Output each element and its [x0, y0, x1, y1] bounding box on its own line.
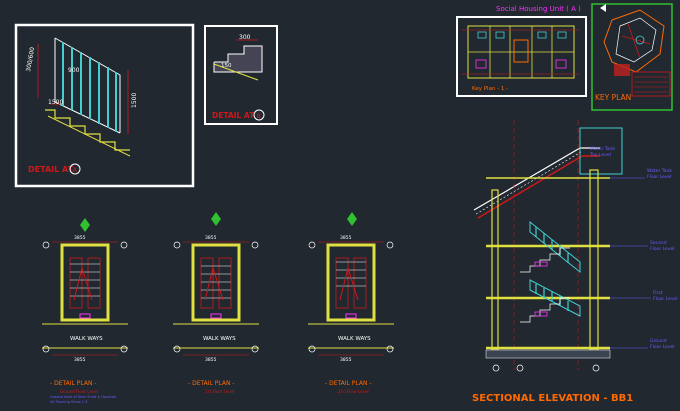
plan-1-dim-bottom: 3855	[74, 357, 86, 363]
detail-a-label: DETAIL AT	[28, 165, 74, 174]
elevation-title: SECTIONAL ELEVATION - BB1	[472, 393, 633, 404]
level-1-sub: Floor Level	[647, 174, 672, 180]
level-4-name: Ground	[650, 338, 667, 344]
detail-b-marker	[253, 109, 265, 121]
level-2-sub: Floor Level	[650, 246, 675, 252]
detail-b-step-section	[213, 45, 263, 73]
plan-3-dim-bottom: 3855	[340, 357, 352, 363]
water-tank-label: Water Tank	[590, 146, 615, 152]
plan-1-stair-shaft	[60, 243, 110, 322]
detail-a-dim-right: 1500	[131, 93, 138, 108]
plan-3-level: 2nd Floor Level	[338, 389, 369, 394]
site-key-plan-panel: KEY PLAN	[591, 3, 673, 111]
detail-plan-second: 3855 WALK WAYS 3855 - DETAIL PLAN - 2nd …	[308, 212, 394, 394]
water-tank-sub: Top Level	[589, 152, 611, 158]
level-4-sub: Floor Level	[650, 344, 675, 350]
site-key-frame	[591, 3, 673, 111]
detail-a-handrail	[45, 37, 131, 157]
plan-2-dim-top: 3855	[205, 235, 217, 241]
plan-2-top-marker-icon	[211, 212, 221, 226]
elevation-level-markers: Water Tank Floor Level Second Floor Leve…	[610, 168, 678, 350]
detail-b-panel: 300 150 DETAIL AT B	[204, 25, 278, 125]
detail-a-dim-mid: 900	[68, 67, 80, 74]
detail-b-marker-letter: B	[257, 112, 261, 120]
floor-key-caption: Key Plan - 1 -	[472, 86, 508, 92]
detail-b-label: DETAIL AT	[212, 111, 255, 120]
plan-2-level: 1st Floor Level	[205, 389, 234, 394]
level-3-name: First	[653, 290, 663, 296]
plan-3-top-marker-icon	[347, 212, 357, 226]
floor-key-frame	[456, 16, 587, 97]
detail-plan-ground: 3855 WALK WAYS 3855 - DETAIL PLAN - Grou…	[42, 218, 128, 404]
site-plan-legend	[631, 71, 671, 97]
plan-2-title: - DETAIL PLAN -	[188, 380, 235, 387]
plan-2-walkway: WALK WAYS	[203, 336, 236, 342]
detail-a-dim-left: 300/600	[25, 46, 36, 72]
detail-a-dim-top: 1500	[48, 99, 63, 106]
detail-b-dim-mid: 150	[221, 63, 232, 69]
detail-b-dim-top: 300	[239, 34, 251, 41]
detail-plan-first: 3855 WALK WAYS 3855 - DETAIL PLAN - 1st …	[173, 212, 259, 394]
plan-2-stair-shaft	[191, 243, 241, 322]
water-tank	[579, 127, 623, 175]
north-arrow-icon	[600, 4, 606, 12]
plan-1-note-1: Ground level of Stair Shaft & Handrail	[50, 395, 116, 399]
ground-hatch	[485, 349, 611, 359]
level-1-name: Water Tank	[647, 168, 672, 174]
floor-key-plan-drawing	[462, 25, 580, 79]
sectional-elevation: Water Tank Top Level	[472, 120, 678, 404]
detail-a-frame	[14, 23, 195, 188]
key-plan-label: KEY PLAN	[595, 93, 631, 102]
detail-a-marker-letter: A	[73, 166, 78, 174]
site-plan-drawing	[603, 9, 665, 76]
plan-3-walkway: WALK WAYS	[338, 336, 371, 342]
detail-a-panel: 300/600 900 1500 1500 DETAIL AT A	[14, 23, 195, 188]
key-plan-floor-panel: Social Housing Unit ( A ) Key Plan - 1 -	[456, 5, 587, 97]
plan-1-top-marker-icon	[80, 218, 90, 232]
plan-1-walkway: WALK WAYS	[70, 336, 103, 342]
level-3-sub: Floor Level	[653, 296, 678, 302]
plan-1-level: Ground Floor Level	[60, 389, 98, 394]
level-2-name: Second	[650, 240, 667, 246]
plan-1-dim-top: 3855	[74, 235, 86, 241]
plan-3-stair-shaft	[326, 243, 376, 322]
plan-3-title: - DETAIL PLAN -	[325, 380, 372, 387]
plan-1-note-2: All Running Steps 1:3	[50, 400, 87, 404]
plan-3-dim-top: 3855	[340, 235, 352, 241]
elevation-stair-flights	[520, 220, 581, 323]
plan-2-dim-bottom: 3855	[205, 357, 217, 363]
detail-a-marker	[69, 163, 81, 175]
detail-a-dimensions: 300/600 900 1500 1500	[25, 44, 138, 134]
detail-b-frame	[204, 25, 278, 125]
plan-1-title: - DETAIL PLAN -	[50, 380, 97, 387]
project-title: Social Housing Unit ( A )	[496, 5, 581, 13]
